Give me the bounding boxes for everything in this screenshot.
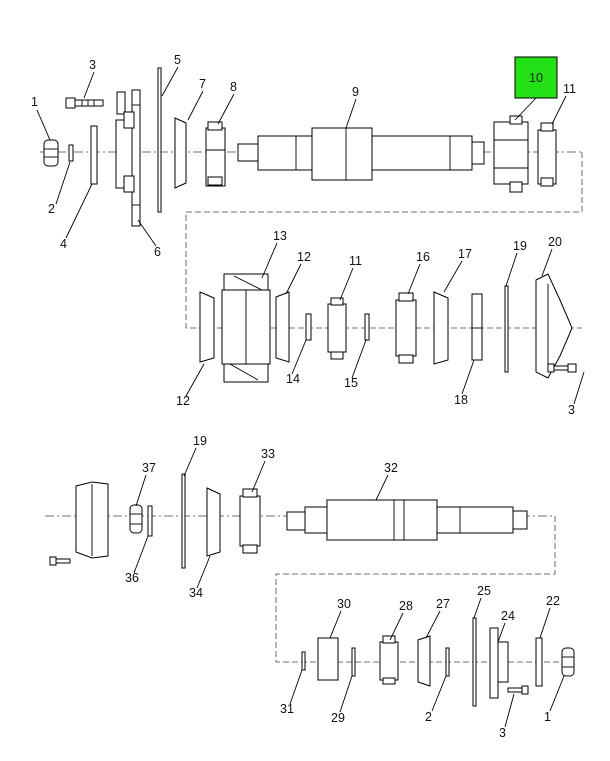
- callouts-mid: 13 12 11 16 17 19 20 12 14 15 18 3: [176, 229, 585, 417]
- callout-label: 5: [174, 53, 181, 67]
- part-32-shaft: [286, 499, 528, 541]
- callout-label: 7: [199, 77, 206, 91]
- callout-label: 32: [384, 461, 398, 475]
- part-22-seal: [535, 637, 543, 687]
- row2-parts: [199, 273, 577, 383]
- callout-label: 2: [48, 202, 55, 216]
- callout-label: 1: [31, 95, 38, 109]
- callout-label: 16: [416, 250, 430, 264]
- callout-label: 4: [60, 237, 67, 251]
- part-16-cone: [395, 292, 417, 364]
- part-12-cup-b: [275, 291, 290, 363]
- callout-label: 36: [125, 571, 139, 585]
- part-31-clip: [301, 651, 306, 671]
- callout-label: 37: [142, 461, 156, 475]
- highlight-callout-10[interactable]: 10: [514, 56, 558, 121]
- callout-label: 12: [176, 394, 190, 408]
- callout-label: 24: [501, 609, 515, 623]
- callout-label: 15: [344, 376, 358, 390]
- part-19-gasket-lower: [181, 473, 186, 569]
- part-12-cup-a: [199, 291, 215, 363]
- callout-label: 1: [544, 710, 551, 724]
- callout-label: 25: [477, 584, 491, 598]
- callout-label: 28: [399, 599, 413, 613]
- callouts-top: 1 2 3 4 5 6 7 8 9 11: [31, 53, 576, 259]
- callout-label: 19: [193, 434, 207, 448]
- part-27-cup: [417, 635, 431, 687]
- callout-label: 14: [286, 372, 300, 386]
- callout-label: 3: [568, 403, 575, 417]
- callout-label: 9: [352, 85, 359, 99]
- row1-parts: [43, 67, 557, 227]
- part-2-washer: [68, 144, 74, 162]
- part-14-spacer: [305, 313, 312, 341]
- part-15-shim: [364, 313, 370, 341]
- highlight-label: 10: [529, 71, 543, 85]
- callouts-lower: 19 37 33 32 36 34: [125, 434, 398, 600]
- assembly-centerlines: [40, 151, 583, 663]
- callouts-bottom: 30 28 27 25 22 24 31 29 2 3 1: [280, 584, 565, 740]
- callout-label: 27: [436, 597, 450, 611]
- part-17-cup: [433, 291, 449, 365]
- callout-label: 30: [337, 597, 351, 611]
- callout-label: 11: [349, 254, 362, 268]
- part-cover-lower: [75, 481, 109, 559]
- part-2-washer-lower: [445, 647, 450, 677]
- part-7-bearing-cup: [174, 117, 187, 189]
- part-9-shaft: [237, 127, 485, 181]
- callout-label: 20: [548, 235, 562, 249]
- callout-label: 34: [189, 586, 203, 600]
- part-3-bolt-bottom: [507, 685, 529, 695]
- callout-label: 6: [154, 245, 161, 259]
- part-19-gasket: [504, 285, 509, 373]
- callout-label: 22: [546, 594, 560, 608]
- row3-parts: [49, 473, 528, 569]
- part-20-cover: [535, 273, 573, 379]
- callout-label: 3: [499, 726, 506, 740]
- part-33-cone: [239, 488, 261, 554]
- part-18-seal: [471, 293, 483, 361]
- part-3-bolt: [65, 97, 104, 109]
- callout-label: 11: [563, 82, 576, 96]
- part-10-gear: [493, 115, 529, 193]
- callout-label: 18: [454, 393, 468, 407]
- part-30-collar: [317, 637, 339, 681]
- part-6-flange: [115, 89, 141, 227]
- part-8-bearing-cone: [205, 121, 226, 187]
- callout-label: 33: [261, 447, 275, 461]
- callout-label: 2: [425, 710, 432, 724]
- callout-label: 3: [89, 58, 96, 72]
- part-34-cup: [206, 487, 221, 557]
- callout-label: 19: [513, 239, 527, 253]
- part-28-cone: [379, 635, 399, 685]
- part-36-washer: [147, 505, 153, 537]
- callout-label: 12: [297, 250, 311, 264]
- row4-parts: [301, 617, 575, 707]
- callout-label: 8: [230, 80, 237, 94]
- callout-label: 17: [458, 247, 472, 261]
- part-bolt-lower: [49, 556, 71, 566]
- callout-label: 13: [273, 229, 287, 243]
- part-3-bolt-mid: [547, 363, 577, 373]
- part-37-nut: [129, 504, 143, 534]
- part-25-gasket: [472, 617, 477, 707]
- part-1-nut: [43, 139, 59, 167]
- part-29-washer: [351, 647, 356, 677]
- part-5-gasket: [157, 67, 162, 213]
- part-13-gear: [221, 273, 271, 383]
- callout-label: 29: [331, 711, 345, 725]
- part-24-flange: [489, 627, 509, 699]
- part-11-cone: [327, 297, 347, 360]
- part-1-nut-bottom: [561, 647, 575, 677]
- part-11-bearing: [537, 122, 557, 187]
- part-4-seal: [90, 125, 98, 185]
- callout-label: 31: [280, 702, 294, 716]
